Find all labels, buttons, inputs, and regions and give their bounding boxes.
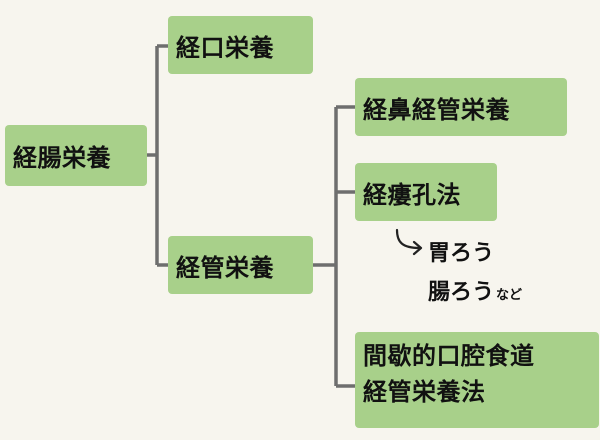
- curved-arrow-icon: [395, 228, 423, 256]
- node-nasal-tube-feeding: 経鼻経管栄養: [355, 78, 567, 136]
- example-etc-suffix: など: [496, 288, 523, 303]
- example-gastrostomy: 胃ろう: [428, 241, 495, 266]
- node-enteral-nutrition: 経腸栄養: [5, 125, 147, 186]
- node-oral-nutrition: 経口栄養: [168, 16, 313, 74]
- example-enterostomy-line: 腸ろうなど: [428, 274, 522, 306]
- example-enterostomy: 腸ろう: [428, 280, 495, 305]
- node-tube-feeding: 経管栄養: [168, 236, 313, 294]
- node-intermittent-line-2: 経管栄養法: [363, 378, 486, 406]
- node-intermittent-oroesophageal-tube-feeding: 間歇的口腔食道 経管栄養法: [355, 332, 599, 428]
- node-fistula-method: 経瘻孔法: [355, 163, 497, 221]
- node-intermittent-line-1: 間歇的口腔食道: [363, 342, 535, 370]
